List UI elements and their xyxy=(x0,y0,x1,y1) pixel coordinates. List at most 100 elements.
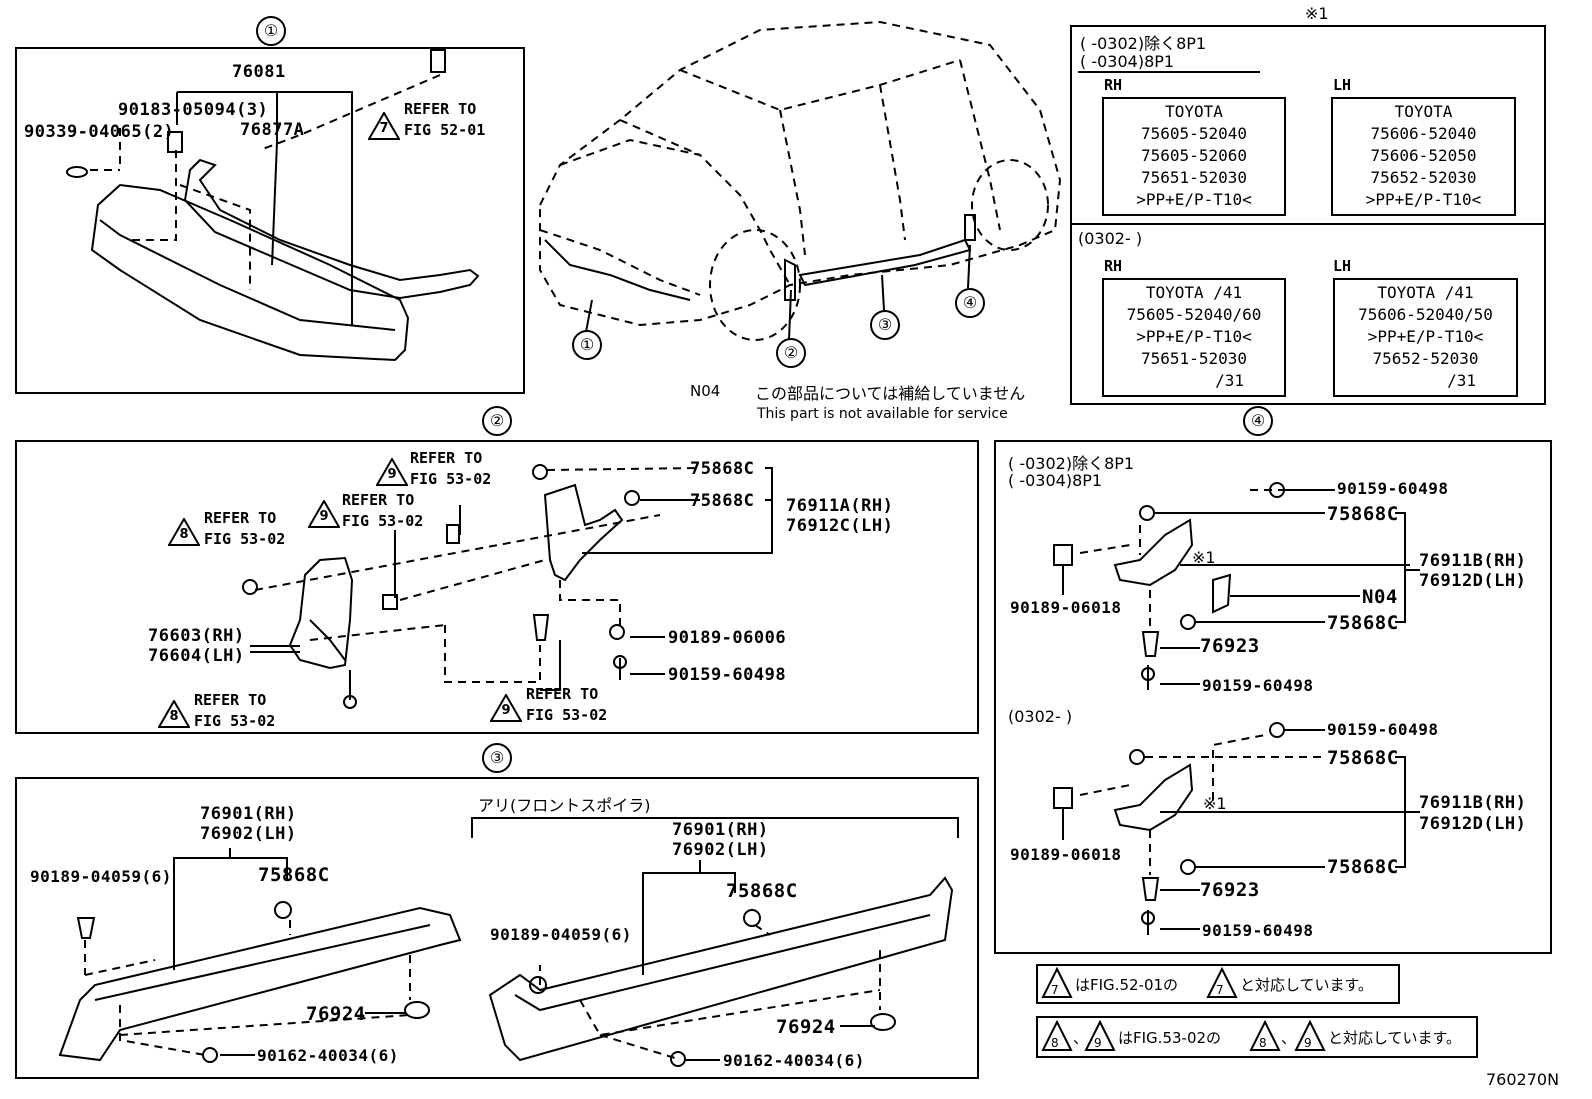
part-76924-left: 76924 xyxy=(306,1003,366,1025)
refer-8b-l1: REFER TO xyxy=(194,691,267,709)
ari-front-spoiler-label: アリ(フロントスポイラ) xyxy=(478,796,651,815)
part-76911A: 76911A(RH) xyxy=(786,496,894,516)
refer-9a-l1: REFER TO xyxy=(410,449,483,467)
s4b-76911B: 76911B(RH) xyxy=(1419,793,1527,813)
refer-9c-l2: FIG 53-02 xyxy=(526,706,608,724)
note1-num: 7 xyxy=(1051,983,1059,997)
part-76901-right: 76901(RH) xyxy=(672,820,769,840)
refer-9a-l2: FIG 53-02 xyxy=(410,470,492,488)
car-callout-3: ③ xyxy=(870,310,900,340)
section-3-label: ③ xyxy=(482,743,512,773)
s4b-90159b: 90159-60498 xyxy=(1202,921,1314,940)
part-75868C-b: 75868C xyxy=(690,491,755,511)
s4b-75868C-2: 75868C xyxy=(1327,856,1399,878)
table-rh: RH xyxy=(1104,76,1123,94)
car-callout-1: ① xyxy=(572,330,602,360)
s4a-90159: 90159-60498 xyxy=(1337,479,1449,498)
section-2-label: ② xyxy=(482,406,512,436)
s4a-75868C-1: 75868C xyxy=(1327,503,1399,525)
refer-8b-l2: FIG 53-02 xyxy=(194,712,276,730)
note2-sep: 、 xyxy=(1073,1029,1089,1047)
note2-b: 9 xyxy=(1094,1036,1102,1050)
refer-triangle-9c: 9 xyxy=(490,694,522,722)
part-76902-right: 76902(LH) xyxy=(672,840,769,860)
s4a-mark: ※1 xyxy=(1192,548,1216,567)
refer-triangle-8b: 8 xyxy=(158,700,190,728)
s4a-76923: 76923 xyxy=(1200,635,1260,657)
car-illustration xyxy=(539,20,1062,341)
note2-text: はFIG.53-02の xyxy=(1118,1029,1222,1047)
s4b-mark: ※1 xyxy=(1203,794,1227,813)
note2-a: 8 xyxy=(1051,1036,1059,1050)
footnote-mark: ※1 xyxy=(1305,4,1329,23)
s4a-90189: 90189-06018 xyxy=(1010,598,1122,617)
s4-header-3: (0302- ) xyxy=(1008,707,1073,726)
refer-8a-l2: FIG 53-02 xyxy=(204,530,286,548)
part-90189-06006: 90189-06006 xyxy=(668,628,787,648)
part-90162-40034-left: 90162-40034(6) xyxy=(257,1046,399,1065)
n04-en: This part is not available for service xyxy=(757,406,1008,422)
s4a-n04: N04 xyxy=(1362,586,1398,608)
part-90159-60498: 90159-60498 xyxy=(668,665,787,685)
table-lh-2: LH xyxy=(1333,257,1352,275)
table-rh-2: RH xyxy=(1104,257,1123,275)
part-90162-40034-right: 90162-40034(6) xyxy=(723,1051,865,1070)
s4a-75868C-2: 75868C xyxy=(1327,612,1399,634)
part-76877A: 76877A xyxy=(240,120,305,140)
note1-num2: 7 xyxy=(1216,983,1224,997)
s4b-75868C-1: 75868C xyxy=(1327,747,1399,769)
s4-header-2: ( -0304)8P1 xyxy=(1008,471,1103,490)
part-76912C: 76912C(LH) xyxy=(786,516,894,536)
refer-triangle-8a: 8 xyxy=(168,518,200,546)
s4a-90159b: 90159-60498 xyxy=(1202,676,1314,695)
refer-triangle-9a: 9 xyxy=(376,458,408,486)
section-4-label: ④ xyxy=(1243,406,1273,436)
part-76901-left: 76901(RH) xyxy=(200,804,297,824)
s4a-76912D: 76912D(LH) xyxy=(1419,571,1527,591)
diagram-id: 760270N xyxy=(1486,1070,1560,1089)
note2-sep2: 、 xyxy=(1281,1029,1297,1047)
part-90339: 90339-04065(2) xyxy=(24,122,175,142)
car-callout-4: ④ xyxy=(955,288,985,318)
refer-text-1: REFER TO xyxy=(404,100,477,118)
note1-text: はFIG.52-01の xyxy=(1075,976,1179,994)
table-header-2: ( -0304)8P1 xyxy=(1080,52,1175,71)
table-lh: LH xyxy=(1333,76,1352,94)
part-75868C-left: 75868C xyxy=(258,864,330,886)
note2-tail: と対応しています。 xyxy=(1328,1029,1462,1047)
refer-text-2: FIG 52-01 xyxy=(404,121,486,139)
part-75868C-right: 75868C xyxy=(726,880,798,902)
note2-c: 8 xyxy=(1259,1036,1267,1050)
table-header-1: ( -0302)除く8P1 xyxy=(1080,34,1207,53)
part-76924-right: 76924 xyxy=(776,1016,836,1038)
part-76603: 76603(RH) xyxy=(148,626,245,646)
note1-tail: と対応しています。 xyxy=(1240,976,1374,994)
s4b-76923: 76923 xyxy=(1200,879,1260,901)
section-1-label: ① xyxy=(256,16,286,46)
s4b-90159: 90159-60498 xyxy=(1327,720,1439,739)
part-75868C-a: 75868C xyxy=(690,459,755,479)
part-90183: 90183-05094(3) xyxy=(118,100,269,120)
car-callout-2: ② xyxy=(776,338,806,368)
refer-8a-l1: REFER TO xyxy=(204,509,277,527)
part-76081: 76081 xyxy=(232,62,286,82)
n04-jp: この部品については補給していません xyxy=(755,384,1026,403)
s4a-76911B: 76911B(RH) xyxy=(1419,551,1527,571)
s4b-76912D: 76912D(LH) xyxy=(1419,814,1527,834)
s4-header-1: ( -0302)除く8P1 xyxy=(1008,454,1135,473)
note2-d: 9 xyxy=(1304,1036,1312,1050)
refer-triangle-9b: 9 xyxy=(308,500,340,528)
s4b-90189: 90189-06018 xyxy=(1010,845,1122,864)
refer-9b-l1: REFER TO xyxy=(342,491,415,509)
refer-9b-l2: FIG 53-02 xyxy=(342,512,424,530)
part-90189-04059-left: 90189-04059(6) xyxy=(30,867,172,886)
part-76604: 76604(LH) xyxy=(148,646,245,666)
table-header-3: (0302- ) xyxy=(1078,229,1143,248)
part-90189-04059-right: 90189-04059(6) xyxy=(490,925,632,944)
part-76902-left: 76902(LH) xyxy=(200,824,297,844)
